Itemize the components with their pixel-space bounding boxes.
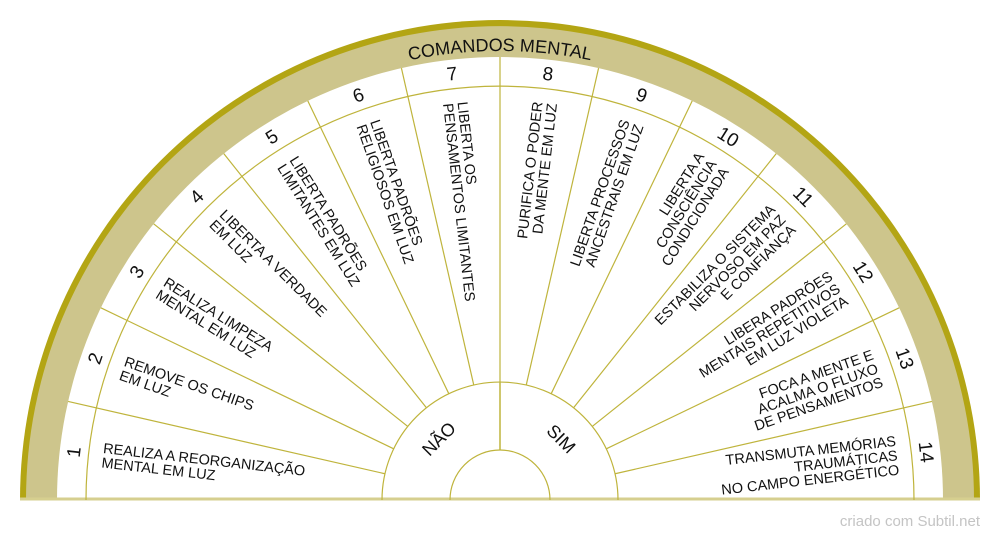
sector-divider xyxy=(400,67,475,386)
sector-number: 1 xyxy=(64,446,86,459)
watermark: criado com Subtil.net xyxy=(840,513,981,530)
sector-divider xyxy=(307,100,450,394)
sector-divider xyxy=(153,223,409,427)
sector-divider xyxy=(606,307,900,450)
sector-divider xyxy=(67,400,386,475)
sector-divider xyxy=(614,400,933,475)
sector-lines xyxy=(67,57,933,501)
sector-number: 14 xyxy=(914,440,937,464)
sector-divider xyxy=(550,100,693,394)
sector-divider xyxy=(525,67,600,386)
hub-ring xyxy=(449,449,551,501)
sector-divider xyxy=(100,307,394,450)
sector-divider xyxy=(223,153,427,409)
sector-number: 8 xyxy=(541,64,554,86)
sector-number: 7 xyxy=(446,64,459,86)
sector-divider xyxy=(591,223,847,427)
sector-divider xyxy=(573,153,777,409)
